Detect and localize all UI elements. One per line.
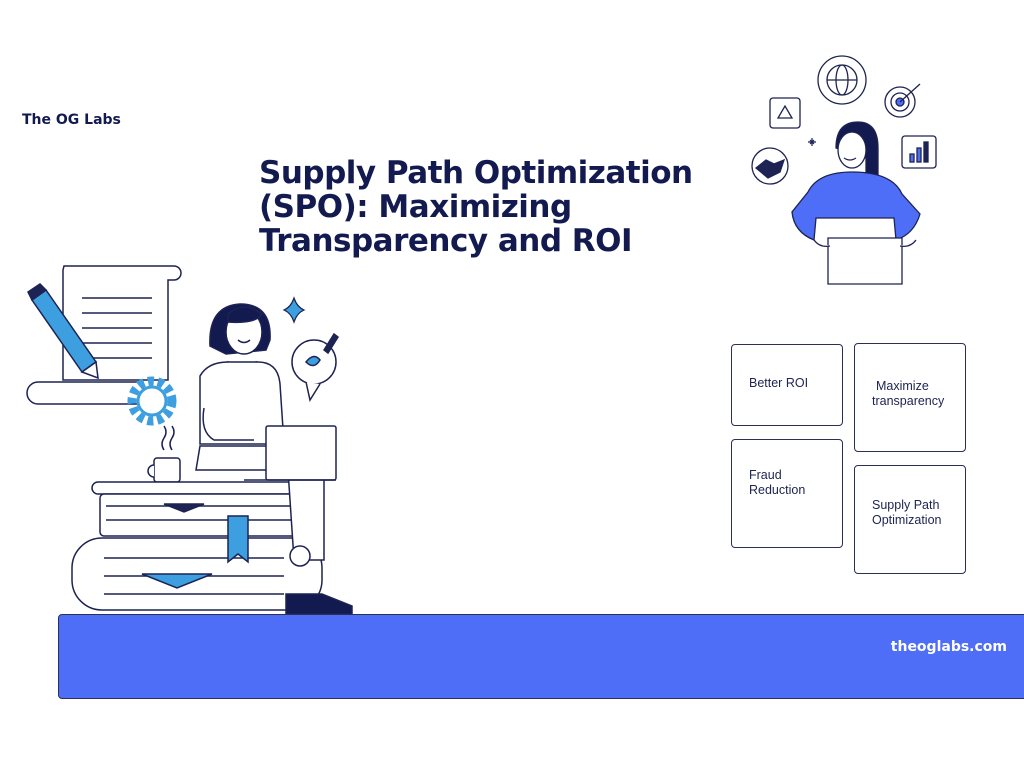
- card-label-line2: transparency: [872, 394, 945, 408]
- laptop-icon: [244, 425, 337, 481]
- chat-bubble-pen-icon: [291, 332, 340, 402]
- star-icon: [808, 138, 816, 146]
- document-scroll-icon: [26, 265, 182, 405]
- sparkle-icon: [282, 296, 306, 324]
- illustration-woman-icons: [751, 55, 937, 285]
- woman-figure-2: [791, 121, 921, 285]
- gear-icon: [127, 376, 177, 426]
- recycle-icon: [769, 97, 801, 129]
- card-label: Supply Path: [872, 498, 940, 512]
- globe-icon: [817, 55, 867, 105]
- card-label: Maximize: [876, 379, 929, 393]
- books-stack-icon: [71, 481, 323, 611]
- handshake-icon: [751, 147, 789, 185]
- footer-band: theoglabs.com: [58, 614, 1024, 699]
- card-label: Better ROI: [749, 376, 809, 390]
- card-supply-path-optimization: Supply Path Optimization: [854, 465, 966, 574]
- pencil-icon: [27, 283, 99, 380]
- card-maximize-transparency: Maximize transparency: [854, 343, 966, 452]
- page-title: Supply Path Optimization (SPO): Maximizi…: [259, 155, 693, 259]
- card-label-line2: Reduction: [749, 483, 806, 497]
- card-fraud-reduction: Fraud Reduction: [731, 439, 843, 548]
- target-icon: [884, 83, 921, 118]
- card-better-roi: Better ROI: [731, 344, 843, 426]
- card-label: Fraud: [749, 468, 782, 482]
- bar-chart-icon: [901, 135, 937, 169]
- card-label-line2: Optimization: [872, 513, 942, 527]
- coffee-mug-icon: [147, 425, 181, 483]
- illustration-woman-laptop: [26, 265, 353, 615]
- brand-logo-text: The OG Labs: [22, 112, 121, 128]
- website-link[interactable]: theoglabs.com: [890, 639, 1007, 655]
